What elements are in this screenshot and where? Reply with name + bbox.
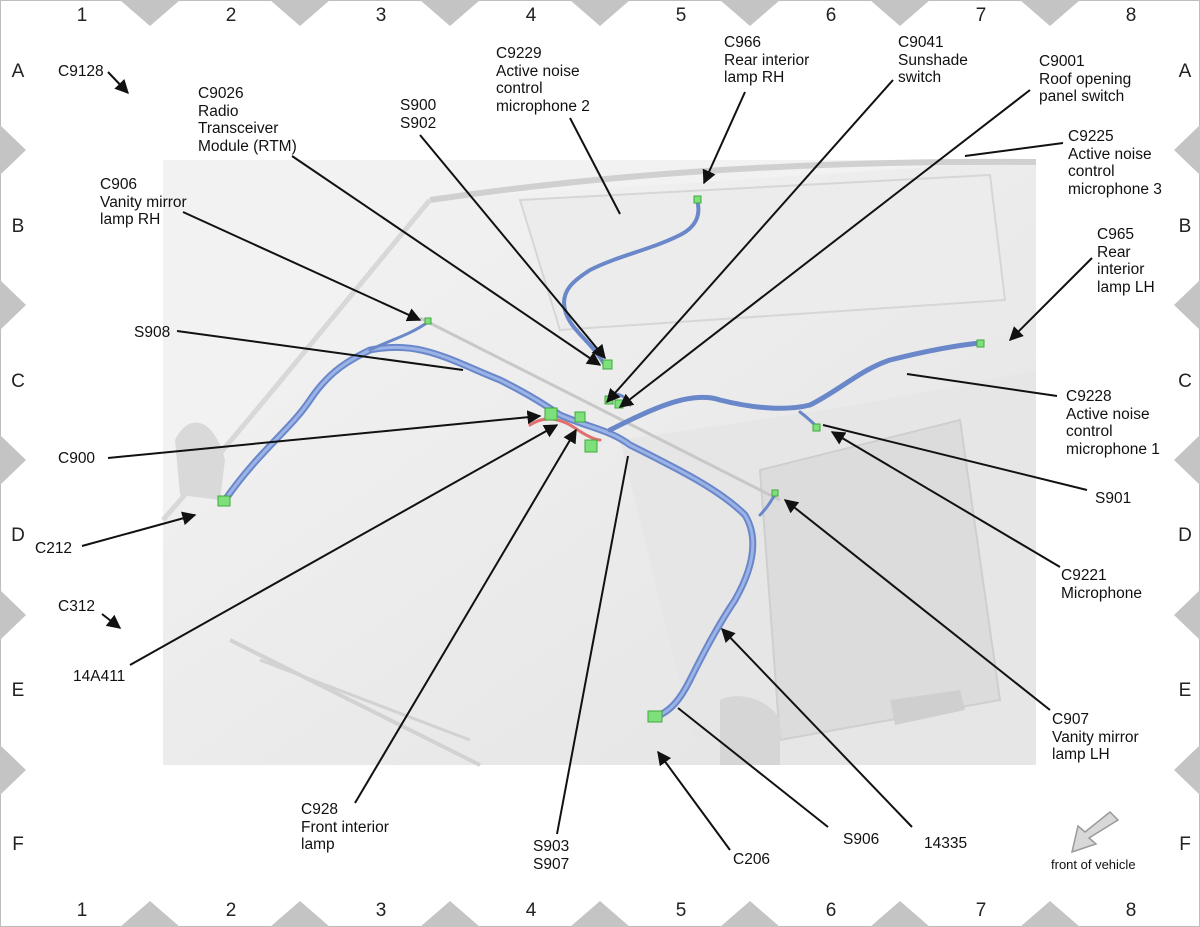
grid-coordinates: 1 2 3 4 5 6 7 8 1 2 3 4 5 6 7 8 A B C D … <box>11 5 1192 921</box>
leader-s903 <box>556 455 629 835</box>
label-c900: C900 <box>58 450 96 467</box>
grid-col-8-top: 8 <box>1126 5 1137 26</box>
front-of-vehicle-label: front of vehicle <box>1051 857 1136 872</box>
leader-c9128 <box>107 71 129 95</box>
leader-lines <box>81 71 1093 851</box>
label-s901: S901 <box>1095 490 1132 507</box>
leader-c906 <box>182 211 422 322</box>
label-s906: S906 <box>843 831 880 848</box>
grid-col-5-bottom: 5 <box>676 900 687 921</box>
grid-row-f-right: F <box>1179 834 1191 855</box>
grid-row-f-left: F <box>12 834 24 855</box>
grid-col-4-bottom: 4 <box>526 900 537 921</box>
grid-row-e-left: E <box>12 680 25 701</box>
grid-col-8-bottom: 8 <box>1126 900 1137 921</box>
grid-row-c-right: C <box>1178 371 1192 392</box>
leader-c206 <box>657 750 731 851</box>
grid-col-7-top: 7 <box>976 5 987 26</box>
grid-row-a-right: A <box>1179 61 1192 82</box>
grid-row-b-left: B <box>12 216 25 237</box>
leader-c907 <box>783 499 1051 711</box>
label-14a411: 14A411 <box>73 668 126 685</box>
grid-col-6-bottom: 6 <box>826 900 837 921</box>
leader-c965 <box>1009 257 1093 341</box>
connectors <box>217 195 985 723</box>
leader-s901 <box>822 424 1088 491</box>
front-of-vehicle-arrow-icon <box>1070 810 1120 854</box>
leader-c9026 <box>291 155 602 366</box>
leader-c312 <box>101 613 122 629</box>
leader-c212 <box>81 511 197 547</box>
grid-col-2-bottom: 2 <box>226 900 237 921</box>
grid-row-d-right: D <box>1178 525 1192 546</box>
grid-row-e-right: E <box>1179 680 1192 701</box>
leader-c9221 <box>830 431 1061 568</box>
grid-col-5-top: 5 <box>676 5 687 26</box>
leader-c928 <box>354 428 577 804</box>
label-s908: S908 <box>134 324 171 341</box>
grid-col-4-top: 4 <box>526 5 537 26</box>
wire-harness <box>221 198 983 721</box>
grid-col-3-bottom: 3 <box>376 900 387 921</box>
leader-s908 <box>176 330 464 371</box>
grid-row-b-right: B <box>1179 216 1192 237</box>
leader-c966 <box>702 91 746 185</box>
grid-row-d-left: D <box>11 525 25 546</box>
leader-c9228 <box>906 373 1058 397</box>
leader-c9225 <box>964 142 1064 157</box>
grid-row-a-left: A <box>12 61 25 82</box>
grid-col-1-top: 1 <box>77 5 88 26</box>
leader-14a411 <box>129 424 559 666</box>
leader-s900 <box>419 134 606 360</box>
grid-col-2-top: 2 <box>226 5 237 26</box>
leader-c9001 <box>618 89 1031 408</box>
grid-col-1-bottom: 1 <box>77 900 88 921</box>
label-c9128: C9128 <box>58 63 104 80</box>
label-c212: C212 <box>35 540 73 557</box>
grid-row-c-left: C <box>11 371 25 392</box>
label-c312: C312 <box>58 598 96 615</box>
vehicle-illustration <box>161 158 1037 767</box>
label-14335: 14335 <box>924 835 968 852</box>
leader-c900 <box>107 410 542 459</box>
leader-14335 <box>721 627 913 828</box>
leader-c9229 <box>569 117 621 215</box>
grid-col-6-top: 6 <box>826 5 837 26</box>
grid-col-7-bottom: 7 <box>976 900 987 921</box>
label-c206: C206 <box>733 851 771 868</box>
grid-col-3-top: 3 <box>376 5 387 26</box>
leader-c9041 <box>606 79 894 404</box>
leader-s906 <box>677 707 829 828</box>
